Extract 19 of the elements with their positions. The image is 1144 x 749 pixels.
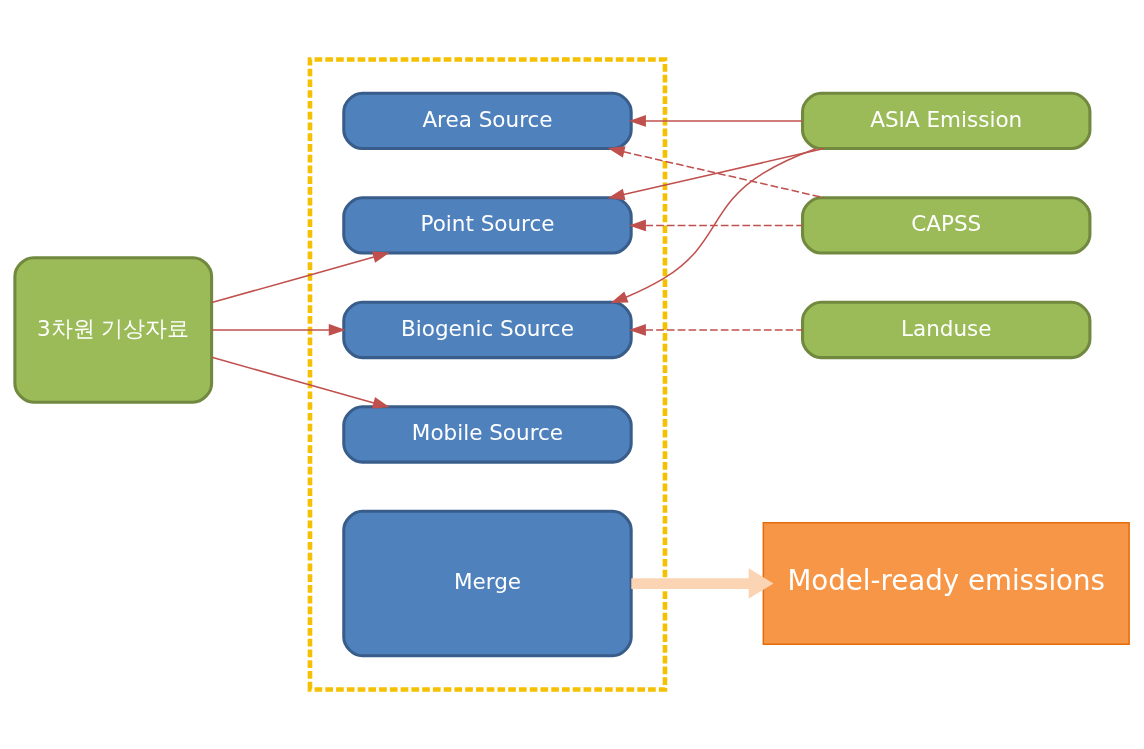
node-box: Landuse bbox=[801, 300, 1092, 360]
node-box: 3차원 기상자료 bbox=[13, 256, 214, 404]
node-box: Point Source bbox=[342, 196, 633, 255]
arrow bbox=[629, 219, 804, 232]
arrow bbox=[211, 356, 390, 409]
node-box: Merge bbox=[342, 509, 633, 658]
node-box: Area Source bbox=[342, 91, 633, 151]
arrow bbox=[211, 251, 390, 304]
arrow bbox=[211, 324, 346, 336]
cluster bbox=[307, 57, 668, 692]
node-box: ASIA Emission bbox=[801, 91, 1092, 151]
arrow bbox=[631, 568, 774, 599]
node-box: Mobile Source bbox=[342, 405, 633, 464]
arrow bbox=[628, 324, 804, 336]
node-box: Biogenic Source bbox=[342, 300, 633, 360]
arrow bbox=[610, 147, 817, 304]
arrow bbox=[628, 115, 804, 127]
node-box: Model-ready emissions bbox=[762, 522, 1130, 645]
node-box: CAPSS bbox=[801, 196, 1092, 255]
